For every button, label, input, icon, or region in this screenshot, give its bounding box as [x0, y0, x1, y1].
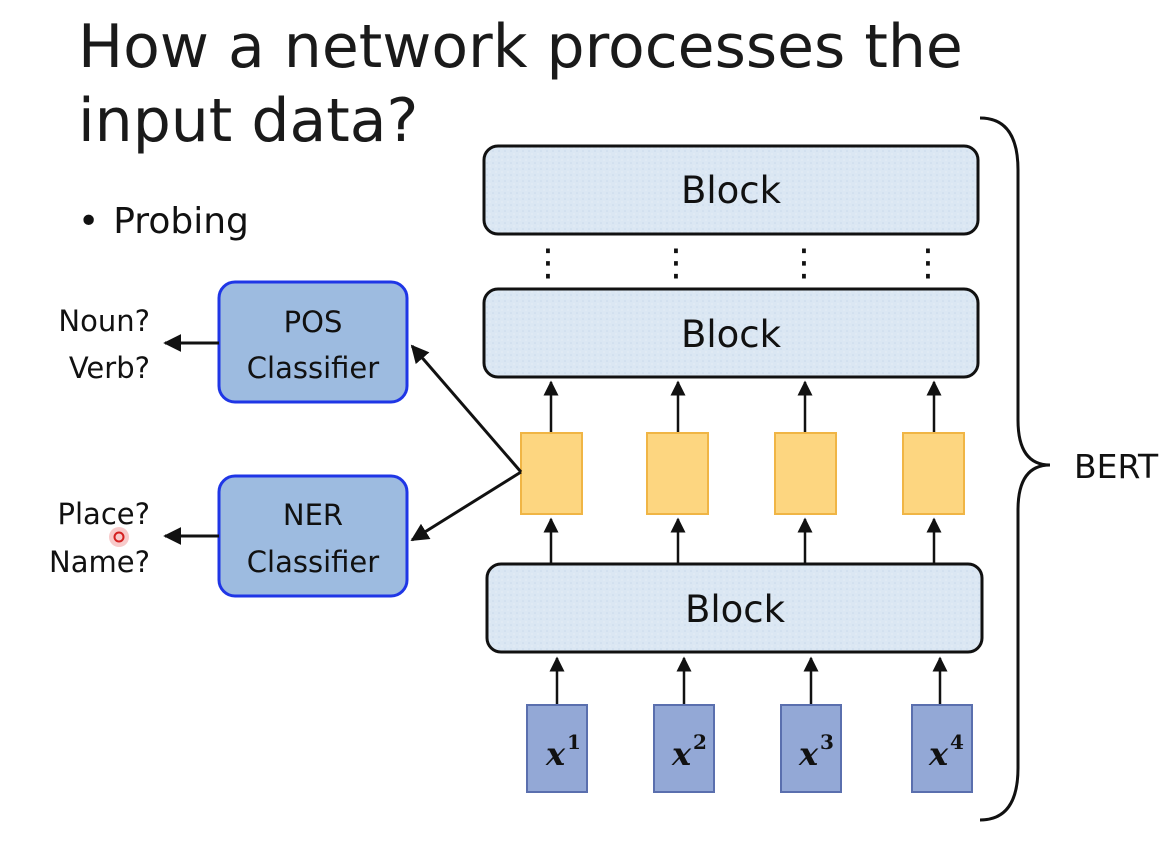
- embedding-3: [774, 432, 837, 515]
- output-name: Name?: [49, 545, 150, 579]
- block-middle: Block: [482, 287, 980, 379]
- input-3-sup: 3: [820, 730, 834, 754]
- input-3-base: x: [798, 735, 819, 773]
- pos-outputs: Noun? Verb?: [58, 304, 150, 385]
- arrow-emb-to-pos: [410, 344, 523, 473]
- block-middle-rect: [482, 287, 980, 379]
- ellipsis-4: ⋮: [910, 241, 947, 284]
- ner-classifier-line1: NER: [283, 498, 343, 532]
- block-bottom-rect: [485, 562, 984, 654]
- arrows-emb-to-block: [543, 380, 942, 432]
- input-1-sup: 1: [567, 730, 581, 754]
- pos-classifier: POS Classifier: [217, 280, 409, 404]
- block-top: Block: [482, 144, 980, 236]
- ner-classifier: NER Classifier: [217, 474, 409, 598]
- embeddings: [520, 432, 965, 515]
- output-noun: Noun?: [58, 304, 150, 338]
- input-2-sup: 2: [693, 730, 707, 754]
- embedding-2: [646, 432, 709, 515]
- arrow-emb-to-ner: [410, 470, 522, 542]
- input-4-base: x: [928, 735, 949, 773]
- input-box-4: [911, 704, 973, 793]
- input-box-1: [526, 704, 588, 793]
- embedding-4: [902, 432, 965, 515]
- input-box-3: [780, 704, 842, 793]
- input-4-sup: 4: [950, 730, 964, 754]
- ellipsis-2: ⋮: [658, 241, 695, 284]
- ellipsis-3: ⋮: [786, 241, 823, 284]
- embedding-1: [520, 432, 583, 515]
- ner-outputs: Place? Name?: [49, 497, 150, 579]
- bert-label: BERT: [1074, 447, 1159, 486]
- block-top-rect: [482, 144, 980, 236]
- bert-bracket: [979, 116, 1051, 822]
- ellipsis-1: ⋮: [530, 241, 567, 284]
- bullet-text: Probing: [113, 201, 249, 242]
- ner-classifier-line2: Classifier: [247, 545, 379, 579]
- input-1-base: x: [545, 735, 566, 773]
- bullet-dot-icon: •: [78, 201, 100, 242]
- arrows-output: [163, 334, 219, 545]
- output-place: Place?: [58, 497, 151, 531]
- output-verb: Verb?: [69, 351, 150, 385]
- pos-classifier-line2: Classifier: [247, 351, 379, 385]
- ellipsis-row: ⋮ ⋮ ⋮ ⋮: [530, 241, 947, 284]
- bullet-item: • Probing: [78, 198, 249, 246]
- block-top-label: Block: [681, 169, 782, 212]
- arrows-input-to-block: [549, 656, 948, 704]
- arrows-block-to-emb: [543, 517, 942, 563]
- arrows-probe: [410, 344, 523, 542]
- block-bottom-label: Block: [685, 588, 786, 631]
- slide-title: How a network processes the input data?: [78, 12, 963, 156]
- pointer-icon: [109, 527, 129, 547]
- inputs: x 1 x 2 x 3 x 4: [526, 704, 973, 793]
- block-middle-label: Block: [681, 313, 782, 356]
- block-bottom: Block: [485, 562, 984, 654]
- input-box-2: [653, 704, 715, 793]
- input-2-base: x: [671, 735, 692, 773]
- pos-classifier-line1: POS: [284, 305, 343, 339]
